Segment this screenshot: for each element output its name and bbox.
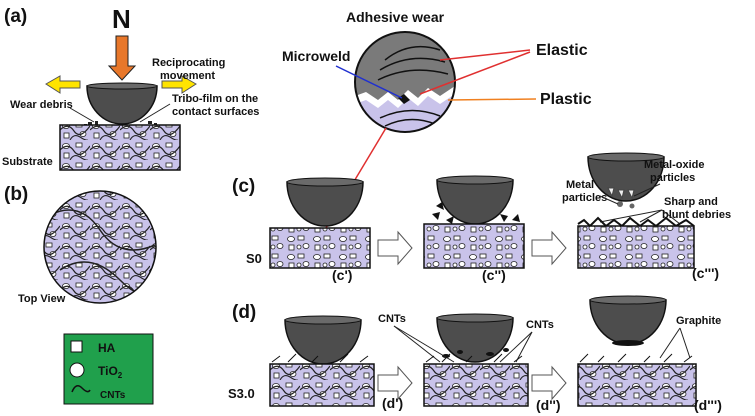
step-arrow-d2: [531, 365, 567, 401]
debris-c2: [432, 202, 520, 224]
legend-ha: HA: [98, 341, 116, 355]
ball-c2: [436, 179, 514, 225]
microweld-leader: [335, 65, 403, 99]
graphite-leader-1: [659, 327, 681, 359]
metal-oxide-label-2: particles: [650, 172, 695, 184]
top-view-label: Top View: [18, 293, 66, 305]
step-c3: (c'''): [692, 265, 719, 281]
wear-debris-leader: [69, 107, 95, 123]
sharp-leader-1: [599, 209, 663, 223]
metal-leader: [599, 195, 619, 205]
left-yellow-arrow: [45, 75, 81, 94]
metal-oxide-leader: [633, 183, 661, 197]
cnts-label-left: CNTs: [378, 313, 406, 325]
metal-oxide-label-1: Metal-oxide: [644, 159, 705, 171]
step-c2: (c''): [482, 267, 506, 283]
cnt-tips-d3: [579, 353, 693, 363]
tribofilm-label-2: contact surfaces: [172, 106, 259, 118]
step-arrow-c1: [377, 230, 413, 266]
right-yellow-arrow: [161, 75, 197, 94]
plastic-leader: [447, 98, 537, 101]
panel-label-b: (b): [4, 184, 28, 205]
step-arrow-d1: [377, 365, 413, 401]
force-arrow: [107, 35, 137, 81]
ball-d3: [589, 299, 667, 345]
cnts-label-right: CNTs: [526, 319, 554, 331]
ball-d1: [284, 319, 362, 365]
sample-s3: S3.0: [228, 386, 255, 401]
panel-label-d: (d): [232, 302, 256, 323]
ball-c3: [587, 156, 665, 202]
zoom-circle: [355, 32, 455, 132]
force-label: N: [112, 4, 131, 34]
cnt-tips-d1: [271, 353, 369, 363]
step-d3: (d'''): [694, 397, 722, 413]
metal-label-1: Metal: [566, 179, 594, 191]
step-arrow-c2: [531, 230, 567, 266]
graphite-label: Graphite: [676, 315, 721, 327]
step-d2: (d''): [536, 397, 561, 413]
cnt-legend-icon: [71, 385, 91, 393]
elastic-leader-1: [439, 49, 531, 61]
cnts-leader-right-2: [515, 331, 533, 363]
panel-label-c: (c): [232, 176, 255, 197]
ball-a: [86, 85, 158, 125]
substrate-c3: [577, 225, 695, 269]
metal-particles: [617, 201, 635, 209]
cnts-leader-right-1: [499, 331, 533, 363]
substrate-d2: [423, 363, 529, 407]
plastic-label: Plastic: [540, 91, 592, 108]
metal-label-2: particles: [562, 192, 607, 204]
substrate-d3: [577, 363, 697, 407]
substrate-d1: [269, 363, 375, 407]
reciprocating-label-1: Reciprocating: [152, 57, 225, 69]
substrate-c2: [423, 223, 525, 269]
substrate-label: Substrate: [2, 156, 53, 168]
substrate-c1: [269, 227, 371, 269]
cnts-leader-left-1: [393, 325, 441, 363]
sharp-label-1: Sharp and: [664, 196, 718, 208]
panel-label-a: (a): [4, 6, 27, 27]
substrate-a: [59, 124, 181, 171]
sample-s0: S0: [246, 251, 262, 266]
ball-c1: [286, 181, 364, 227]
rough-surface-c3: [577, 216, 695, 228]
top-view-disc: [44, 191, 156, 303]
metal-oxide-particles: [607, 187, 635, 200]
legend-cnts: CNTs: [100, 390, 126, 401]
legend-tio2: TiO2: [98, 364, 123, 380]
microweld-label: Microweld: [282, 48, 350, 64]
debris-d2: [442, 348, 509, 358]
reciprocating-label-2: movement: [160, 70, 215, 82]
wear-debris-label: Wear debris: [10, 99, 73, 111]
tio2-legend-icon: [69, 362, 85, 378]
step-c1: (c'): [332, 267, 352, 283]
adhesive-wear-title: Adhesive wear: [346, 9, 445, 25]
graphite-leader-2: [679, 327, 691, 359]
elastic-label: Elastic: [536, 42, 588, 59]
cnts-leader-left-2: [393, 325, 455, 363]
sharp-label-2: blunt debries: [662, 209, 731, 221]
tribofilm-label-1: Tribo-film on the: [172, 93, 258, 105]
sharp-leader-3: [661, 209, 681, 225]
graphite-film: [612, 340, 644, 346]
sharp-leader-2: [639, 209, 663, 223]
tribofilm-leader: [139, 103, 171, 123]
cnt-tips-d2: [425, 353, 523, 363]
elastic-leader-2: [419, 51, 531, 95]
ball-d2: [436, 317, 514, 363]
ha-legend-icon: [70, 340, 83, 353]
